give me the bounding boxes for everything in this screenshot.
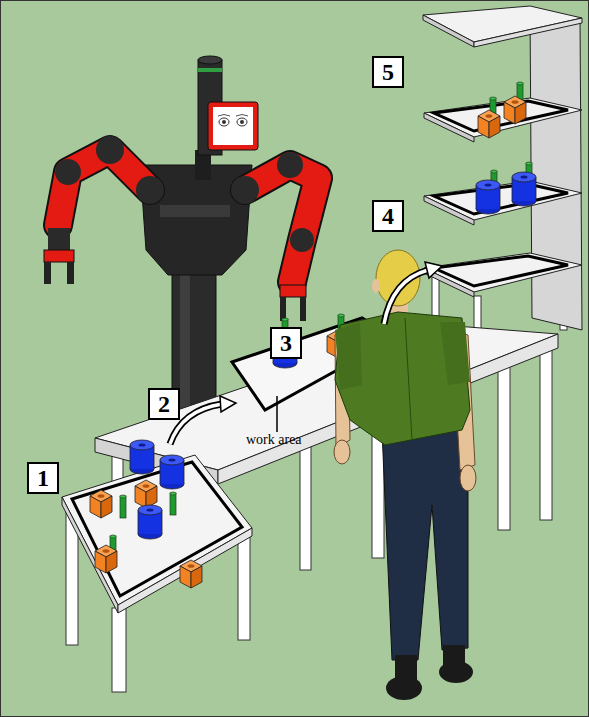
shelf-unit-part [424,181,582,220]
parts-items-part [180,560,202,588]
shelf-items [476,82,536,214]
callout-number: 3 [280,331,292,355]
callout-box: 5 [372,56,404,88]
flow-arrow-part [220,396,236,412]
callout-box: 3 [270,327,302,359]
callout-number: 2 [158,392,170,416]
robot-part [213,107,253,145]
work-area-leader-part [276,396,278,432]
shelf-unit-part [530,8,582,330]
shelf-items-part [504,96,526,124]
robot-part [218,115,248,117]
robot-part [44,262,51,284]
robot-part [231,176,259,204]
callout-box: 1 [27,462,59,494]
callout-box: 2 [148,388,180,420]
parts-table-part [238,530,250,640]
parts-items-part [170,492,176,515]
shelf-unit-part [424,98,582,137]
area-label: work area [246,432,302,448]
callout-number: 1 [37,466,49,490]
robot-part [280,297,286,321]
shelf-items-part [512,172,536,206]
human-worker-part [395,655,417,683]
robot-part [237,118,247,126]
robot-part [277,152,303,178]
parts-items [90,440,202,588]
robot-part [240,120,244,124]
robot-part [290,228,314,252]
robot-part [300,297,306,321]
human-worker-part [443,645,465,670]
robot-part [96,136,124,164]
callout-number: 4 [382,204,394,228]
parts-items-part [160,455,184,489]
robot-part [180,260,190,420]
human-worker-part [335,312,470,445]
shelf-items-part [478,110,500,138]
work-area-leader [277,396,278,432]
shelf-unit [423,6,582,341]
human-worker-part [335,322,362,390]
parts-table-part [118,528,252,613]
robot-part [67,262,74,284]
shelf-unit-part [434,101,568,131]
main-table-part [300,440,311,570]
robot-part [222,120,226,124]
parts-items-part [135,480,157,508]
callout-box: 4 [372,200,404,232]
robot-part [208,102,258,150]
parts-items-part [120,495,126,518]
human-worker-part [372,279,380,293]
parts-table [62,455,252,692]
robot-part [48,228,70,250]
shelf-unit-part [474,18,582,47]
human-worker-part [405,318,412,440]
robot [44,56,318,420]
flow-arrow-part [384,270,428,324]
robot-part [136,176,164,204]
robot-part [219,118,229,126]
robot-part [55,159,81,185]
robot-part [44,250,74,262]
human-worker-part [440,322,470,385]
flow-arrow [384,262,442,324]
parts-items-part [90,490,112,518]
main-table-part [540,345,552,520]
flow-arrow-part [384,270,428,324]
human-worker [334,250,476,700]
shelf-unit-part [424,253,582,292]
robot-part [280,285,306,297]
parts-items-part [130,440,154,474]
human-worker-part [334,440,350,464]
robot-part [198,68,222,72]
parts-table-part [62,497,118,613]
callout-number: 5 [382,60,394,84]
shelf-unit-part [423,15,474,47]
parts-table-part [112,608,126,692]
robot-part [198,56,222,64]
human-worker-part [382,420,468,660]
flow-arrow-part [425,262,442,278]
robot-part [160,205,230,217]
shelf-items-part [476,180,500,214]
human-worker-part [460,465,476,491]
main-table-part [498,360,510,530]
parts-items-part [95,545,117,573]
shelf-unit-part [434,184,568,214]
parts-items-part [138,505,162,539]
parts-table-part [72,462,242,596]
shelf-unit-part [434,256,568,286]
